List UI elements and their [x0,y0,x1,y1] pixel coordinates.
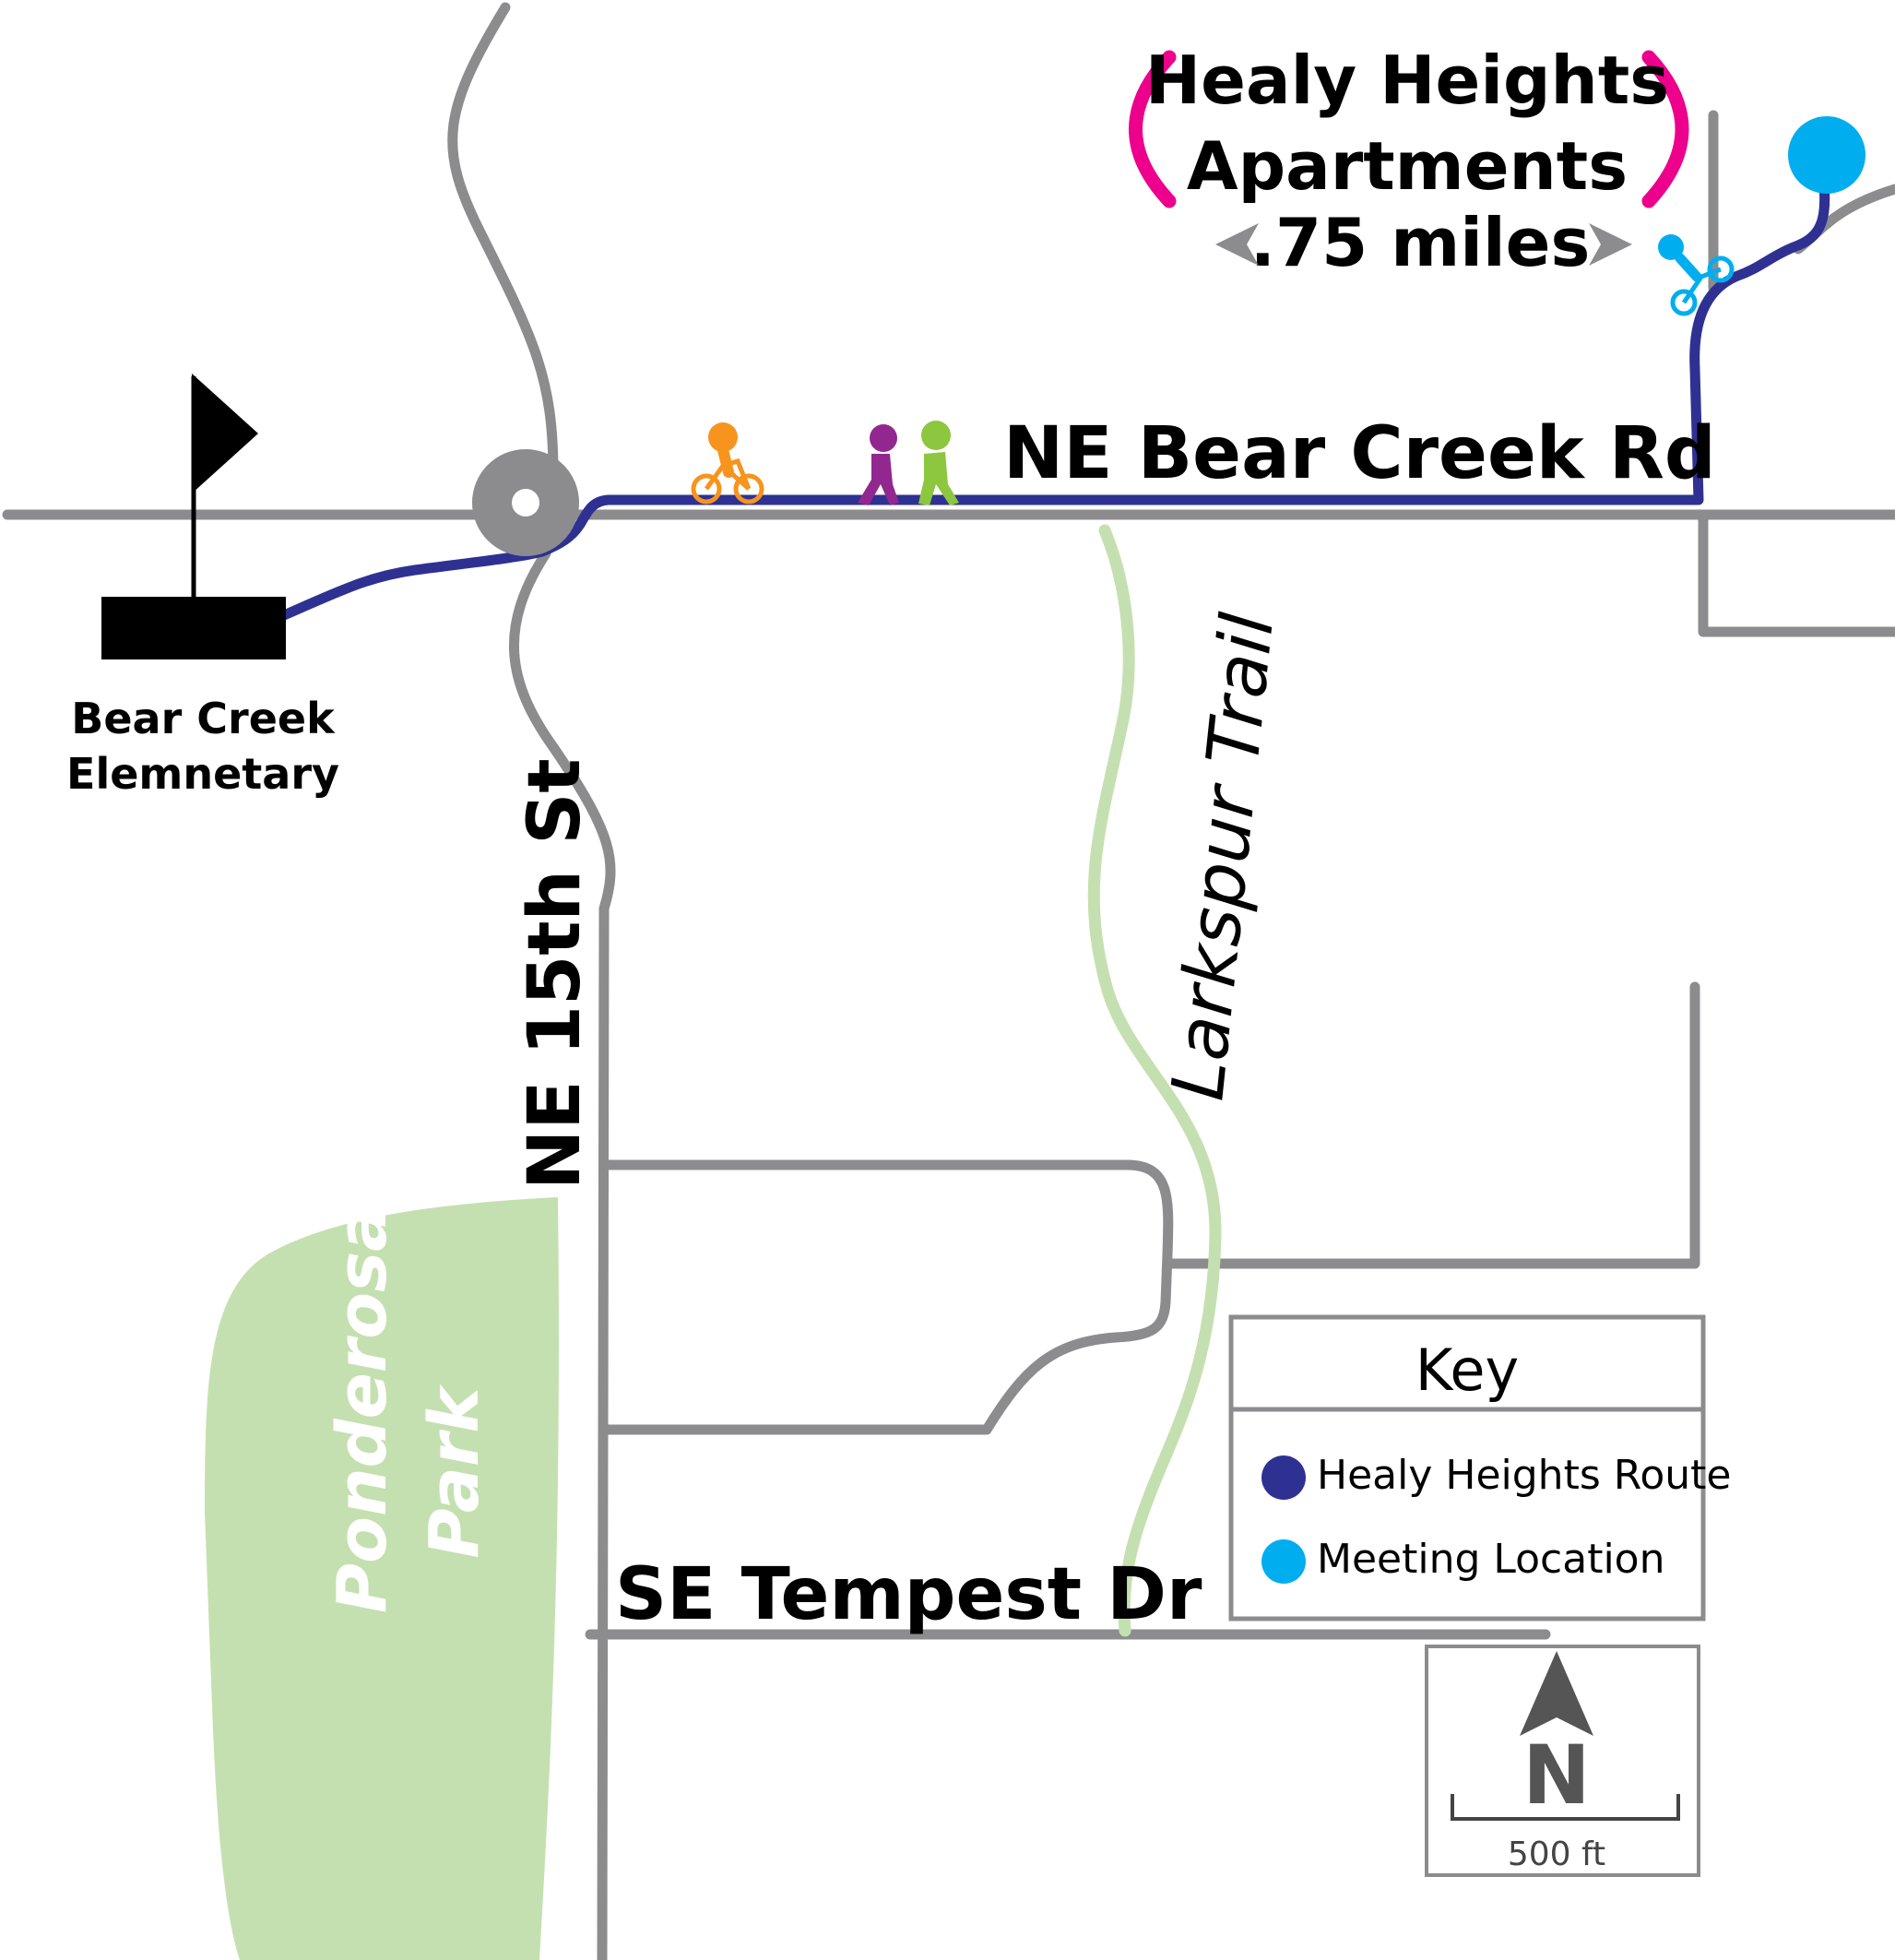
left-paren-icon [1129,50,1177,208]
healy-heights-route [278,156,1830,621]
roundabout-icon [472,449,579,556]
road-label-15th: NE 15th St [514,758,597,1190]
walker-icon [858,424,899,505]
compass-box: N 500 ft [1425,1645,1700,1877]
map-key: Key Healy Heights Route Meeting Location [1228,1314,1731,1621]
key-title: Key [1415,1336,1519,1404]
destination-line2: Apartments [1187,127,1628,205]
larkspur-trail-path [1087,524,1222,1637]
road-east-lower [1698,509,1895,637]
key-route-swatch [1261,1455,1306,1500]
cyclist-icon [691,422,764,505]
park-label-line1: Ponderosa [323,1206,402,1613]
park-label-line2: Park [415,1384,494,1559]
key-meeting-swatch [1261,1539,1306,1584]
road-north-winding [447,2,559,481]
road-side-1 [598,1159,1174,1435]
school-building-icon [101,597,286,659]
walker-icon [918,421,959,505]
road-label-tempest: SE Tempest Dr [615,1553,1202,1636]
cyclist-icon [1658,234,1735,316]
distance-right-arrow-icon [1589,223,1632,266]
ponderosa-park-area [205,1197,559,1960]
key-item-meeting: Meeting Location [1317,1536,1664,1583]
north-arrow-icon [1520,1651,1593,1736]
right-paren-icon [1641,50,1689,208]
north-letter: N [1522,1728,1591,1823]
school-label-line1: Bear Creek [71,694,336,743]
school-label-line2: Elemnetary [66,749,339,799]
flag-icon [191,374,258,598]
road-15th-north [509,548,616,1960]
road-side-2 [1162,981,1700,1269]
trail-label: Larkspur Trail [1156,609,1290,1104]
scale-bar [1451,1794,1680,1821]
scale-label: 500 ft [1508,1835,1605,1873]
destination-distance: .75 miles [1250,204,1591,281]
road-label-bear-creek: NE Bear Creek Rd [1003,412,1716,495]
key-item-route: Healy Heights Route [1317,1452,1731,1499]
destination-line1: Healy Heights [1145,42,1669,119]
distance-left-arrow-icon [1215,223,1259,266]
meeting-point-icon [1788,116,1865,194]
